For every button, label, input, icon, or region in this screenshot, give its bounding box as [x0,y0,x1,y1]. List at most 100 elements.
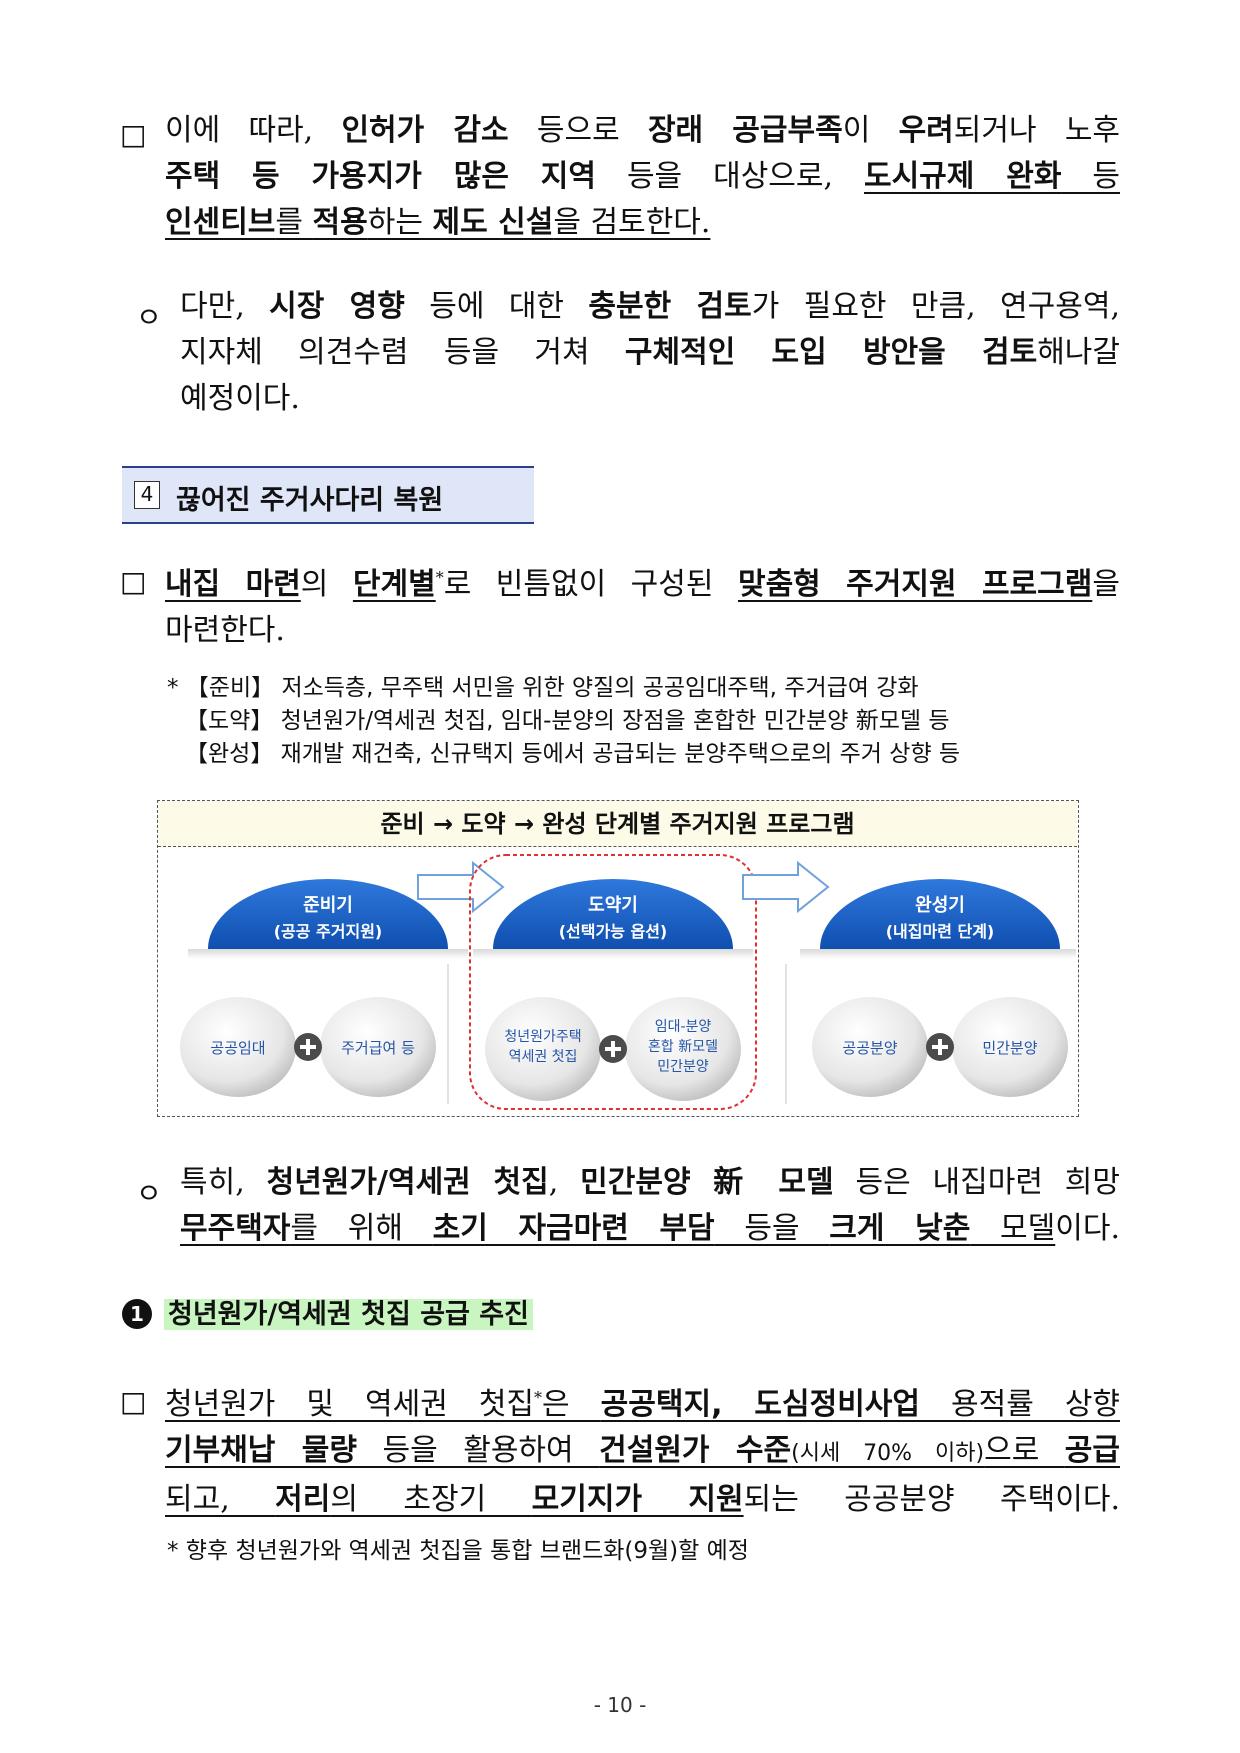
line: 주택 등 가용지가 많은 지역 등을 대상으로, 도시규제 완화 등 [165,154,1120,200]
arrow-right-icon [417,860,505,914]
text: 이다. [1055,1211,1120,1246]
footnote-marker: * [435,568,444,587]
text: 되는 공공분양 주택이다. [743,1482,1120,1517]
program-bubble [320,997,436,1097]
program-label: 공공임대 [210,1039,265,1057]
program-bubble [952,997,1068,1097]
text: 은 [542,1387,601,1422]
stage-dome [493,879,733,949]
page-number: - 10 - [593,1693,647,1717]
text: 으로 [984,1433,1065,1468]
text: 등은 내집마련 희망 [833,1165,1120,1200]
plus-icon-glyph [932,1039,948,1055]
stage-base [188,949,468,959]
section-number-box: 4 [134,481,160,509]
text: 가 필요한 만큼, 연구용역, [751,289,1120,324]
program-label: 청년원가주택 [504,1029,581,1045]
footnote-line: * 【준비】 저소득층, 무주택 서민을 위한 양질의 공공임대주택, 주거급여… [167,675,919,701]
text: 등을 대상으로, [596,159,864,194]
program-label: 민간분양 [982,1039,1037,1057]
program-bubble [625,997,741,1101]
program-label: 민간분양 [657,1059,709,1075]
text: 되고, [165,1482,276,1517]
stage-name: 완성기 [915,895,965,916]
bold-text: 민간분양 新 모델 [580,1165,834,1200]
bold-text: 저리 [275,1482,331,1517]
line: 특히, 청년원가/역세권 첫집, 민간분양 新 모델 등은 내집마련 희망 [180,1160,1120,1206]
line: 내집 마련의 단계별*로 빈틈없이 구성된 맞춤형 주거지원 프로그램을 [165,555,1120,608]
text: 등 [1061,159,1120,194]
bold-text: 적용 [312,205,368,240]
text: 이 [842,113,899,148]
program-bubble [180,997,296,1097]
stage-preparation: 준비기 (공공 주거지원) 공공임대 주거급여 등 [180,879,468,1104]
stage-dome [820,879,1060,949]
checkbox-bullet: □ [120,1385,147,1418]
text: 하는 [367,205,433,240]
text: 로 빈틈없이 구성된 [443,567,738,602]
bold-text: 건설원가 수준 [599,1433,792,1468]
paragraph-especially: 특히, 청년원가/역세권 첫집, 민간분양 新 모델 등은 내집마련 희망 무주… [180,1160,1120,1252]
text: 을 [1092,567,1120,602]
text: 특히, [180,1165,267,1200]
stage-name: 도약기 [588,894,638,916]
bold-text: 도시규제 완화 [863,159,1062,194]
plus-icon-glyph [605,1041,621,1057]
text: 등으로 [508,113,648,148]
bold-text: 모기지가 지원 [531,1482,744,1517]
section-number-badge: 1 [122,1299,152,1329]
stage-base [800,949,1076,959]
bold-text: 주택 등 가용지가 많은 지역 [165,159,597,194]
text: 해나갈 [1037,335,1120,370]
bold-text: 공급 [1064,1433,1120,1468]
bold-text: 크게 낮춘 [829,1211,971,1246]
stage-dome [208,879,448,949]
text: 등을 [714,1211,830,1246]
stage-program-figure: 준비 → 도약 → 완성 단계별 주거지원 프로그램 [157,800,1079,1117]
text: 를 [275,205,313,240]
line: 지자체 의견수렴 등을 거쳐 구체적인 도입 방안을 검토해나갈 [180,330,1120,376]
highlight-frame [469,854,757,1110]
bold-text: 공공택지, 도심정비사업 [600,1387,920,1422]
checkbox-bullet: □ [120,565,147,598]
text: 모델 [970,1211,1056,1246]
program-bubble [812,997,928,1097]
bold-text: 초기 자금마련 부담 [432,1211,715,1246]
bold-text: 무주택자 [180,1211,291,1246]
bold-text: 기부채납 물량 [165,1433,358,1468]
program-bubble [485,997,601,1101]
bold-text: 청년원가/역세권 첫집 [266,1165,549,1200]
stage-sub: (내집마련 단계) [886,922,995,941]
paragraph-program: 내집 마련의 단계별*로 빈틈없이 구성된 맞춤형 주거지원 프로그램을 마련한… [165,555,1120,654]
line: 인센티브를 적용하는 제도 신설을 검토한다. [165,200,1120,246]
stage-sub: (선택가능 옵션) [559,922,668,941]
bold-text: 충분한 검토 [588,289,752,324]
text: 되거나 노후 [953,113,1121,148]
text: 의 초장기 [330,1482,532,1517]
bold-text: 제도 신설 [432,205,554,240]
bold-text: 맞춤형 주거지원 프로그램 [737,567,1093,602]
bold-text: 장래 공급부족 [647,113,843,148]
stage-completion: 완성기 (내집마련 단계) 공공분양 민간분양 [785,879,1076,1104]
circle-bullet: ㅇ [136,301,162,334]
section-title: 끊어진 주거사다리 복원 [176,485,444,516]
line: 이에 따라, 인허가 감소 등으로 장래 공급부족이 우려되거나 노후 [165,108,1120,154]
stage-base [473,949,753,959]
text: 의 [300,567,353,602]
text: 다만, [180,289,270,324]
line: 되고, 저리의 초장기 모기지가 지원되는 공공분양 주택이다. [165,1477,1120,1523]
program-label: 혼합 新모델 [648,1039,718,1055]
stage-sub: (공공 주거지원) [274,922,383,941]
stage-diagram: 준비기 (공공 주거지원) 공공임대 주거급여 등 도약기 (선택가능 옵션) [180,854,1076,1110]
section-heading: 4 끊어진 주거사다리 복원 [122,466,534,524]
line: 기부채납 물량 등을 활용하여 건설원가 수준(시세 70% 이하)으로 공급 [165,1428,1120,1477]
line: 무주택자를 위해 초기 자금마련 부담 등을 크게 낮춘 모델이다. [180,1206,1120,1252]
program-label: 주거급여 등 [341,1039,415,1057]
bold-text: 인센티브 [165,205,276,240]
arrow-right-icon [742,860,830,914]
line: 청년원가 및 역세권 첫집*은 공공택지, 도심정비사업 용적률 상향 [165,1375,1120,1428]
stage-leap: 도약기 (선택가능 옵션) 청년원가주택 역세권 첫집 임대-분양 혼합 新모델… [473,879,753,1101]
bold-text: 내집 마련 [165,567,301,602]
